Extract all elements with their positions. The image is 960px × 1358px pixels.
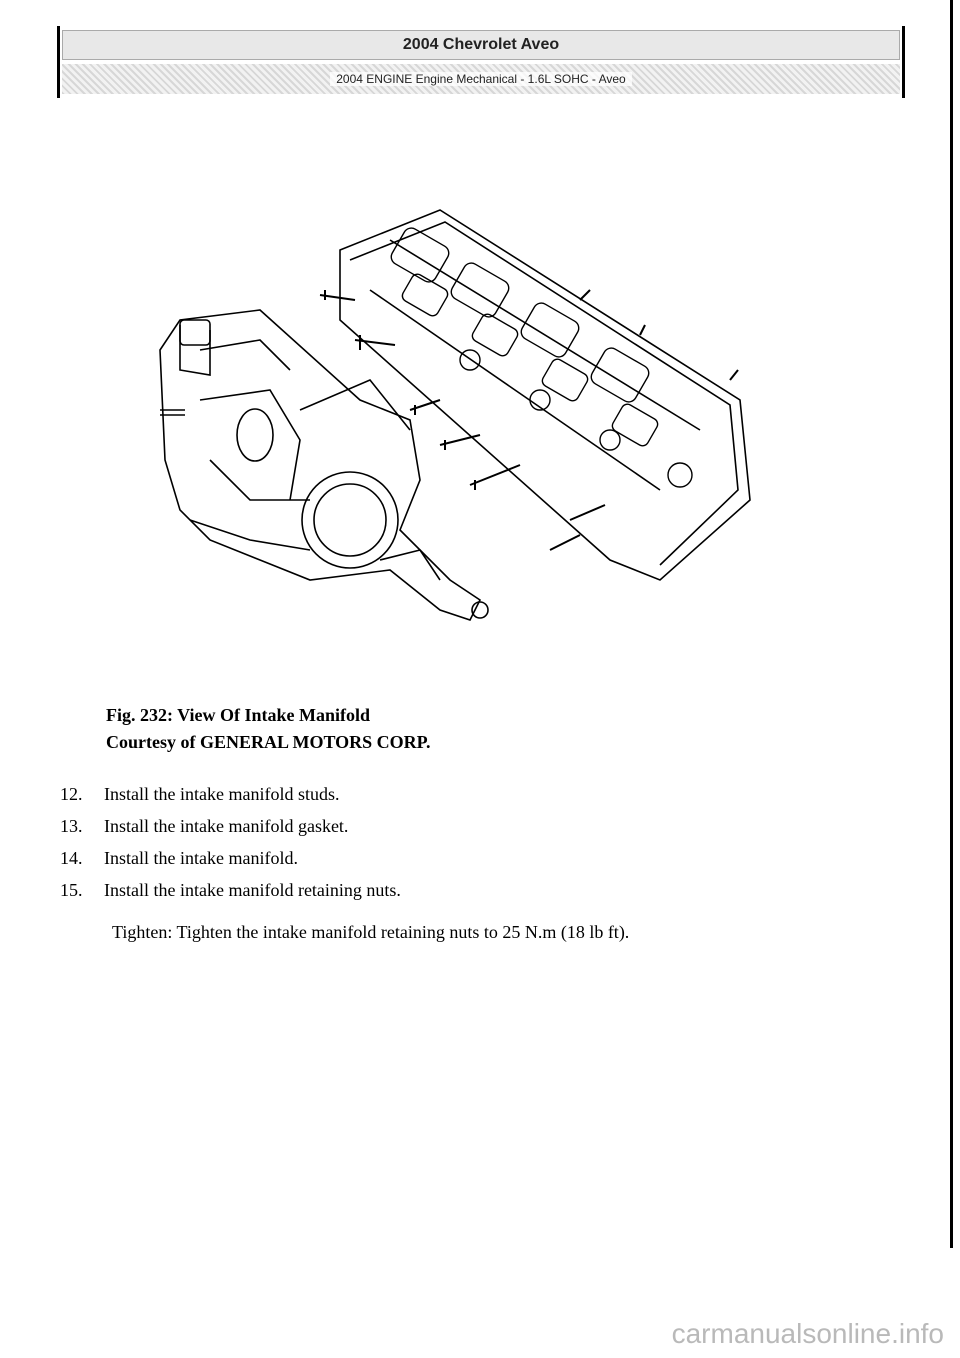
watermark: carmanualsonline.info bbox=[671, 1318, 944, 1349]
step-text: Install the intake manifold. bbox=[104, 847, 298, 868]
torque-note: Tighten: Tighten the intake manifold ret… bbox=[112, 922, 630, 942]
document-title: 2004 Chevrolet Aveo bbox=[62, 30, 900, 60]
figure-caption-title: Fig. 232: View Of Intake Manifold bbox=[106, 705, 370, 725]
list-item: 13. Install the intake manifold gasket. bbox=[60, 810, 401, 842]
step-number: 15. bbox=[60, 879, 83, 900]
step-text: Install the intake manifold retaining nu… bbox=[104, 879, 401, 900]
list-item: 12. Install the intake manifold studs. bbox=[60, 778, 401, 810]
header-right-rule bbox=[902, 26, 905, 98]
step-list: 12. Install the intake manifold studs. 1… bbox=[60, 778, 401, 906]
list-item: 15. Install the intake manifold retainin… bbox=[60, 874, 401, 906]
page-right-rule bbox=[950, 0, 953, 1248]
figure-caption-credit: Courtesy of GENERAL MOTORS CORP. bbox=[106, 732, 431, 752]
step-number: 12. bbox=[60, 783, 83, 804]
document-subtitle: 2004 ENGINE Engine Mechanical - 1.6L SOH… bbox=[330, 72, 632, 86]
step-number: 13. bbox=[60, 815, 83, 836]
header-left-rule bbox=[57, 26, 60, 98]
step-number: 14. bbox=[60, 847, 83, 868]
step-text: Install the intake manifold studs. bbox=[104, 783, 340, 804]
figure-caption: Fig. 232: View Of Intake Manifold Courte… bbox=[106, 702, 431, 756]
document-subtitle-bar: 2004 ENGINE Engine Mechanical - 1.6L SOH… bbox=[62, 64, 900, 94]
step-text: Install the intake manifold gasket. bbox=[104, 815, 349, 836]
list-item: 14. Install the intake manifold. bbox=[60, 842, 401, 874]
intake-manifold-illustration bbox=[159, 209, 751, 621]
